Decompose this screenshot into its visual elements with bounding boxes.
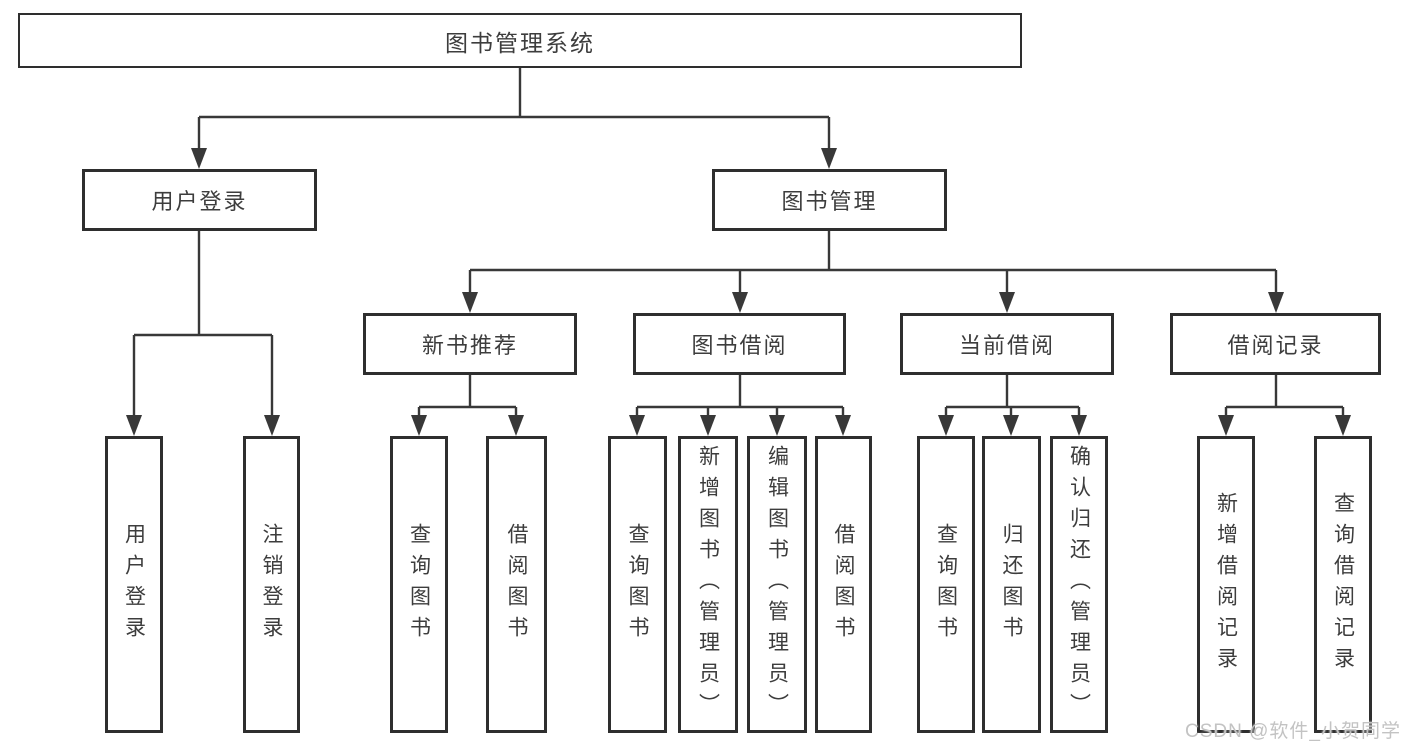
leaf-label: 查询图书 <box>407 522 431 647</box>
arrowhead <box>1268 292 1284 313</box>
arrowhead <box>264 415 280 436</box>
node-label: 新书推荐 <box>421 333 518 358</box>
node-label: 用户登录 <box>151 189 248 214</box>
connector-book-management <box>468 231 1278 296</box>
node-label: 当前借阅 <box>958 333 1055 358</box>
connector-user-login <box>132 231 274 419</box>
leaf-query-books-1: 查询图书 <box>390 436 448 733</box>
leaf-query-books-3: 查询图书 <box>917 436 975 733</box>
watermark: CSDN @软件_小贺同学 <box>1185 721 1401 742</box>
arrowhead <box>1218 415 1234 436</box>
node-label: 图书管理系统 <box>445 29 595 56</box>
leaf-logout: 注销登录 <box>243 436 300 733</box>
leaf-confirm-return-admin: 确认归还（管理员） <box>1050 436 1108 733</box>
leaf-query-borrow-record: 查询借阅记录 <box>1314 436 1372 733</box>
node-library-management-system: 图书管理系统 <box>18 13 1022 68</box>
leaf-label: 注销登录 <box>260 522 283 647</box>
node-book-management: 图书管理 <box>712 169 947 231</box>
node-new-book-recommend: 新书推荐 <box>363 313 577 375</box>
leaf-borrow-books-1: 借阅图书 <box>486 436 547 733</box>
connector-borrow-record <box>1224 375 1345 419</box>
node-label: 图书管理 <box>781 189 878 214</box>
arrowhead <box>938 415 954 436</box>
arrowhead <box>411 415 427 436</box>
leaf-add-books-admin: 新增图书（管理员） <box>678 436 738 733</box>
arrowhead <box>462 292 478 313</box>
arrowhead <box>508 415 524 436</box>
leaf-borrow-books-2: 借阅图书 <box>815 436 872 733</box>
leaf-label: 编辑图书（管理员） <box>765 445 789 724</box>
leaf-label: 归还图书 <box>1000 522 1023 647</box>
node-label: 图书借阅 <box>691 333 788 358</box>
leaf-edit-books-admin: 编辑图书（管理员） <box>747 436 807 733</box>
node-borrow-record: 借阅记录 <box>1170 313 1381 375</box>
leaf-label: 新增借阅记录 <box>1214 491 1238 678</box>
arrowhead <box>700 415 716 436</box>
connector-new-book <box>417 375 518 419</box>
arrowhead <box>835 415 851 436</box>
leaf-label: 查询图书 <box>626 522 649 647</box>
leaf-return-books: 归还图书 <box>982 436 1041 733</box>
leaf-label: 借阅图书 <box>832 522 855 647</box>
arrowhead <box>191 148 207 169</box>
leaf-label: 借阅图书 <box>505 522 528 647</box>
arrowhead <box>769 415 785 436</box>
arrowhead <box>126 415 142 436</box>
arrowhead <box>629 415 645 436</box>
node-book-borrow: 图书借阅 <box>633 313 846 375</box>
arrowhead <box>1071 415 1087 436</box>
leaf-add-borrow-record: 新增借阅记录 <box>1197 436 1255 733</box>
arrowhead <box>1335 415 1351 436</box>
connector-root <box>197 68 831 152</box>
node-current-borrow: 当前借阅 <box>900 313 1114 375</box>
leaf-label: 用户登录 <box>122 522 146 647</box>
leaf-label: 查询图书 <box>934 522 958 647</box>
connector-book-borrow <box>635 375 845 419</box>
arrowhead <box>1003 415 1019 436</box>
arrowhead <box>732 292 748 313</box>
node-user-login: 用户登录 <box>82 169 317 231</box>
arrowhead <box>821 148 837 169</box>
arrowhead <box>999 292 1015 313</box>
leaf-user-login: 用户登录 <box>105 436 163 733</box>
node-label: 借阅记录 <box>1227 333 1324 358</box>
leaf-label: 新增图书（管理员） <box>696 445 720 724</box>
leaf-label: 确认归还（管理员） <box>1067 445 1091 724</box>
leaf-label: 查询借阅记录 <box>1331 491 1355 678</box>
leaf-query-books-2: 查询图书 <box>608 436 667 733</box>
connector-current-borrow <box>944 375 1081 419</box>
